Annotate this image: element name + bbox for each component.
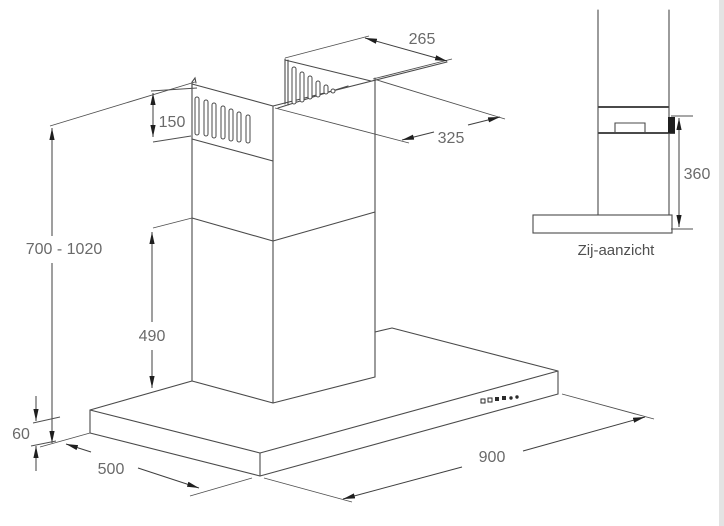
vent-slot	[330, 88, 336, 94]
dim-900: 900	[263, 393, 655, 503]
dim-265: 265	[284, 31, 453, 80]
vent-slot	[291, 66, 297, 105]
dimension-line	[467, 116, 501, 126]
control-button[interactable]	[495, 397, 499, 401]
dim-label-325: 325	[438, 130, 465, 147]
flue-top-left-edge	[191, 83, 274, 107]
vent-slot	[299, 71, 305, 103]
base-top-left-edge	[89, 409, 261, 454]
flue-bottom-left-edge	[191, 380, 274, 404]
page-edge	[719, 0, 724, 526]
inner-duct	[277, 58, 372, 109]
side-wall-bracket-block	[668, 117, 675, 133]
vent-slots-inner	[291, 66, 336, 105]
vent-slot	[315, 80, 321, 98]
vent-slot	[211, 102, 217, 139]
base-top-front-edge	[259, 370, 559, 454]
flue-top-front-edge	[272, 61, 448, 107]
side-mounting-bracket	[614, 122, 646, 134]
extension-line	[152, 217, 193, 229]
dim-height-range: 700 - 1020	[26, 81, 196, 443]
isometric-view: 265 325 150 700 - 1020	[12, 31, 655, 503]
flue-bottom-front-edge	[272, 376, 376, 404]
side-hood-base	[532, 214, 673, 234]
extension-line	[284, 35, 370, 59]
extension-line	[30, 440, 57, 447]
vent-slot	[228, 108, 234, 142]
dimension-line	[401, 131, 435, 141]
vent-slot	[323, 84, 329, 95]
dim-label-265: 265	[409, 31, 436, 48]
extension-line	[49, 81, 196, 127]
dim-label-900: 900	[479, 449, 506, 466]
extension-line	[150, 87, 198, 92]
extension-line	[152, 135, 192, 143]
dim-360: 360	[671, 115, 711, 230]
dim-label-360: 360	[684, 166, 711, 183]
chimney-flue	[191, 61, 448, 404]
inner-duct-base-line	[277, 85, 349, 109]
control-button[interactable]	[515, 395, 519, 399]
base-top-back-right-edge	[391, 327, 559, 372]
dimension-line	[65, 443, 92, 453]
vent-slot	[203, 99, 209, 137]
dim-500: 500	[39, 432, 253, 497]
telescope-seam-right	[272, 211, 376, 242]
telescope-seam-left	[191, 217, 274, 242]
control-button[interactable]	[509, 396, 513, 400]
base-top-back-left-edge	[89, 380, 193, 411]
dim-490: 490	[139, 217, 193, 388]
dim-label-500: 500	[98, 461, 125, 478]
dimension-line	[137, 467, 200, 489]
extension-line	[32, 416, 61, 424]
dim-150: 150	[150, 87, 198, 143]
extension-line	[263, 477, 353, 503]
dimension-line	[522, 416, 646, 452]
extension-line	[274, 107, 410, 144]
dimension-line	[364, 37, 448, 62]
side-view: 360 Zij-aanzicht	[532, 9, 711, 259]
extension-line	[376, 79, 506, 120]
vent-slot	[236, 111, 242, 143]
upper-flue-band-edge	[191, 138, 274, 162]
dim-label-height-range: 700 - 1020	[26, 241, 103, 258]
dim-label-490: 490	[139, 328, 166, 345]
vent-slot	[220, 105, 226, 140]
inner-duct-top-left-edge	[284, 59, 372, 82]
extension-line	[189, 477, 253, 497]
vent-slot	[194, 96, 200, 136]
extension-line	[39, 432, 91, 448]
extension-line	[561, 393, 655, 420]
extension-line	[372, 58, 453, 80]
base-bottom-front-edge	[259, 393, 559, 477]
control-buttons[interactable]	[480, 395, 519, 404]
dim-label-60: 60	[12, 426, 30, 443]
dim-label-150: 150	[159, 114, 186, 131]
base-top-back-edge-segment	[374, 327, 393, 333]
vent-slot	[245, 114, 251, 144]
control-button[interactable]	[502, 396, 506, 400]
dimension-line	[342, 466, 463, 500]
hood-base	[89, 327, 559, 477]
dim-60: 60	[12, 396, 61, 471]
vent-slot	[307, 75, 313, 100]
vent-slots-outer	[194, 96, 251, 144]
control-button[interactable]	[480, 398, 486, 404]
side-view-caption: Zij-aanzicht	[578, 242, 656, 259]
flue-corner-notch	[191, 76, 197, 89]
base-bottom-left-edge	[89, 432, 261, 477]
control-button[interactable]	[487, 397, 493, 403]
dim-325: 325	[274, 79, 506, 147]
